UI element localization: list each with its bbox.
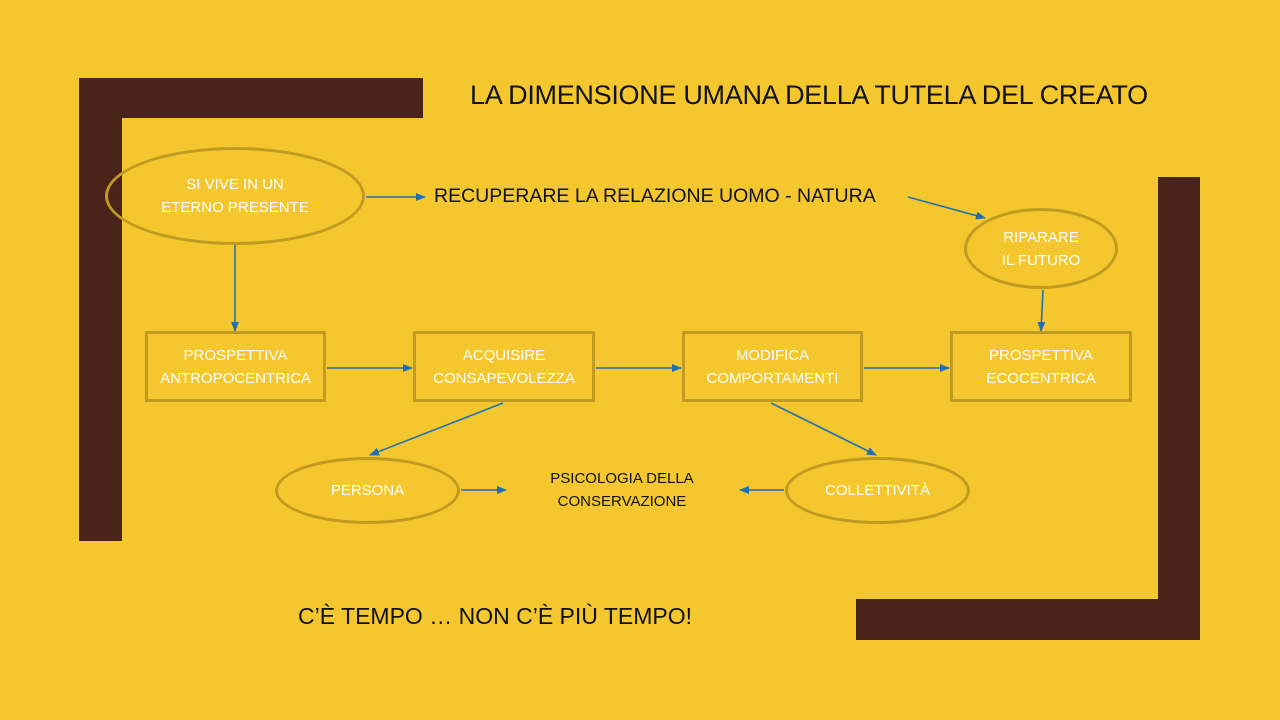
- frame-top-left-horizontal: [79, 78, 423, 118]
- node-modifica-comportamenti: MODIFICA COMPORTAMENTI: [682, 331, 863, 402]
- frame-bottom-right-vertical: [1158, 177, 1200, 640]
- node-riparare-futuro: RIPARARE IL FUTURO: [964, 208, 1118, 289]
- node-antropocentrica-line-2: ANTROPOCENTRICA: [160, 369, 311, 387]
- relazione-uomo-natura-label: RECUPERARE LA RELAZIONE UOMO - NATURA: [434, 185, 876, 207]
- node-riparare-futuro-line-1: RIPARARE: [1003, 228, 1079, 246]
- slide-title: LA DIMENSIONE UMANA DELLA TUTELA DEL CRE…: [470, 80, 1148, 110]
- node-eterno-presente: SI VIVE IN UN ETERNO PRESENTE: [105, 147, 365, 245]
- node-prospettiva-antropocentrica: PROSPETTIVA ANTROPOCENTRICA: [145, 331, 326, 402]
- node-psicologia-conservazione: PSICOLOGIA DELLA CONSERVAZIONE: [512, 467, 732, 513]
- node-ecocentrica-line-1: PROSPETTIVA: [989, 346, 1093, 364]
- node-collettivita-label: COLLETTIVITÀ: [824, 482, 931, 499]
- node-prospettiva-ecocentrica: PROSPETTIVA ECOCENTRICA: [950, 331, 1132, 402]
- node-eterno-presente-line-2: ETERNO PRESENTE: [161, 199, 309, 216]
- node-persona: PERSONA: [275, 457, 460, 524]
- node-comportamenti-line-2: COMPORTAMENTI: [706, 369, 839, 387]
- node-collettivita: COLLETTIVITÀ: [785, 457, 970, 524]
- node-antropocentrica-line-1: PROSPETTIVA: [183, 346, 288, 364]
- node-psicologia-line-1: PSICOLOGIA DELLA: [550, 470, 694, 487]
- node-acquisire-consapevolezza: ACQUISIRE CONSAPEVOLEZZA: [413, 331, 595, 402]
- footer-slogan: C’È TEMPO … NON C’È PIÙ TEMPO!: [298, 603, 693, 629]
- arrow-comportamenti-to-collettivita: [770, 402, 877, 456]
- node-eterno-presente-line-1: SI VIVE IN UN: [186, 176, 284, 193]
- frame-bottom-right-horizontal: [856, 599, 1200, 640]
- frame-top-left-vertical: [79, 78, 122, 541]
- node-persona-label: PERSONA: [330, 482, 405, 499]
- arrow-consapevolezza-to-persona: [369, 402, 504, 456]
- node-riparare-futuro-line-2: IL FUTURO: [1001, 251, 1081, 269]
- arrow-relazione-to-riparare: [907, 196, 986, 220]
- node-psicologia-line-2: CONSERVAZIONE: [557, 493, 687, 510]
- node-consapevolezza-line-1: ACQUISIRE: [462, 346, 546, 364]
- arrow-riparare-to-ecocentrica: [1037, 289, 1046, 332]
- node-consapevolezza-line-2: CONSAPEVOLEZZA: [433, 369, 575, 387]
- node-ecocentrica-line-2: ECOCENTRICA: [986, 369, 1096, 387]
- node-comportamenti-line-1: MODIFICA: [735, 346, 810, 364]
